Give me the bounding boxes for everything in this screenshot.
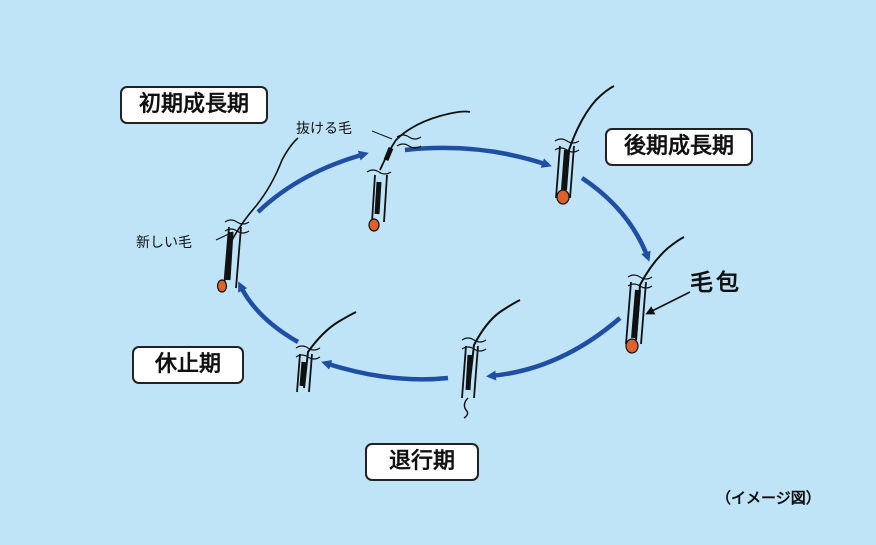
arrow-to-catagen [486, 316, 622, 381]
hair-telogen [295, 311, 357, 393]
arrow-top [404, 145, 552, 168]
cycle-arrows [237, 145, 651, 382]
arrow-early-to-shedding [256, 150, 369, 214]
hair-follicle-right [625, 236, 691, 354]
hair-shedding [366, 110, 471, 232]
label-telogen: 休止期 [132, 346, 244, 384]
label-shedding-hair: 抜ける毛 [296, 121, 352, 137]
arrow-telogen-to-early [237, 281, 300, 344]
label-early-growth: 初期成長期 [120, 86, 268, 124]
caption-illustration-note: （イメージ図） [716, 489, 821, 507]
arrow-catagen-to-telogen [321, 360, 449, 382]
label-catagen: 退行期 [365, 443, 479, 481]
hair-late-growth [554, 85, 615, 205]
hair-catagen [461, 299, 521, 419]
arrow-to-follicle [580, 176, 651, 262]
label-late-growth: 後期成長期 [605, 128, 753, 166]
label-hair-follicle: 毛包 [690, 270, 742, 296]
label-new-hair: 新しい毛 [136, 235, 192, 251]
hair-new-left [215, 137, 299, 293]
